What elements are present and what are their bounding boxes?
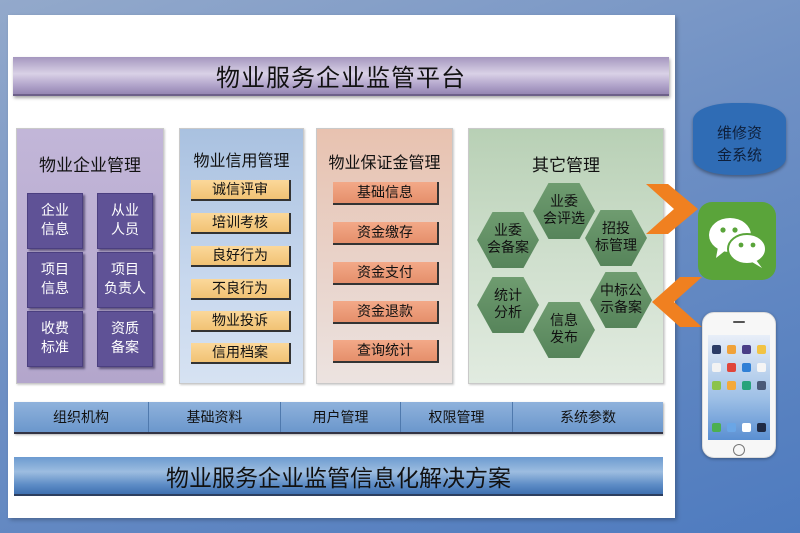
nav-system-params[interactable]: 系统参数 <box>560 410 616 426</box>
hex-owners-committee-filing[interactable]: 业委 会备案 <box>477 212 539 268</box>
nav-basic-data[interactable]: 基础资料 <box>149 402 281 432</box>
tile-fee-standard[interactable]: 收费 标准 <box>27 311 83 367</box>
credit-item-complaints[interactable]: 物业投诉 <box>191 311 291 332</box>
app-icon <box>742 363 751 372</box>
credit-item-integrity-review[interactable]: 诚信评审 <box>191 180 291 201</box>
tile-project-manager[interactable]: 项目 负责人 <box>97 252 153 308</box>
hex-owners-committee-election[interactable]: 业委 会评选 <box>533 183 595 239</box>
system-nav-bar: 组织机构 基础资料 用户管理 权限管理 系统参数 <box>14 402 663 434</box>
hex-info-publishing[interactable]: 信息 发布 <box>533 302 595 358</box>
tile-qualification-filing[interactable]: 资质 备案 <box>97 311 153 367</box>
nav-permission-management[interactable]: 权限管理 <box>401 402 513 432</box>
app-icon <box>727 363 736 372</box>
credit-management-module: 物业信用管理 诚信评审 培训考核 良好行为 不良行为 物业投诉 信用档案 <box>179 128 304 384</box>
phone-app-icon <box>712 423 721 432</box>
credit-item-good-behavior[interactable]: 良好行为 <box>191 246 291 267</box>
deposit-item-fund-refund[interactable]: 资金退款 <box>333 301 439 324</box>
phone-screen <box>708 335 770 440</box>
app-icon <box>727 345 736 354</box>
other-management-module: 其它管理 业委 会评选 业委 会备案 招投 标管理 统计 分析 中标公 示备案 … <box>468 128 664 384</box>
app-icon <box>712 381 721 390</box>
credit-item-bad-behavior[interactable]: 不良行为 <box>191 279 291 300</box>
app-icon <box>712 363 721 372</box>
hex-bid-award-publicity[interactable]: 中标公 示备案 <box>590 272 652 328</box>
app-icon <box>742 345 751 354</box>
app-icon <box>757 363 766 372</box>
smartphone-icon[interactable] <box>702 312 776 458</box>
deposit-module-title: 物业保证金管理 <box>328 153 441 172</box>
credit-item-credit-archive[interactable]: 信用档案 <box>191 343 291 364</box>
tile-staff[interactable]: 从业 人员 <box>97 193 153 249</box>
app-icon <box>727 423 736 432</box>
maintenance-fund-database-icon[interactable]: 维修资 金系统 <box>693 103 786 175</box>
home-button <box>733 444 745 456</box>
hex-bidding-management[interactable]: 招投 标管理 <box>585 210 647 266</box>
app-icon <box>757 423 766 432</box>
arrow-right-icon <box>646 184 698 234</box>
app-icon <box>742 381 751 390</box>
other-module-title: 其它管理 <box>532 156 600 176</box>
credit-module-title: 物业信用管理 <box>193 151 290 170</box>
solution-title: 物业服务企业监管信息化解决方案 <box>166 465 511 492</box>
maintenance-fund-label: 维修资 金系统 <box>716 124 762 164</box>
deposit-item-query-stats[interactable]: 查询统计 <box>333 340 439 363</box>
hex-statistics-analysis[interactable]: 统计 分析 <box>477 277 539 333</box>
platform-title-bar: 物业服务企业监管平台 <box>13 57 669 96</box>
app-icon <box>757 381 766 390</box>
solution-title-bar: 物业服务企业监管信息化解决方案 <box>14 457 663 496</box>
app-icon <box>712 345 721 354</box>
phone-speaker <box>733 321 745 323</box>
enterprise-module-title: 物业企业管理 <box>39 156 141 176</box>
tile-enterprise-info[interactable]: 企业 信息 <box>27 193 83 249</box>
deposit-management-module: 物业保证金管理 基础信息 资金缴存 资金支付 资金退款 查询统计 <box>316 128 453 384</box>
app-icon <box>742 423 751 432</box>
deposit-item-basic-info[interactable]: 基础信息 <box>333 182 439 205</box>
chat-bubbles-icon <box>709 218 767 268</box>
credit-item-training[interactable]: 培训考核 <box>191 213 291 234</box>
app-icon <box>757 345 766 354</box>
app-icon <box>727 381 736 390</box>
nav-user-management[interactable]: 用户管理 <box>281 402 401 432</box>
arrow-left-icon <box>652 277 702 327</box>
deposit-item-fund-payment[interactable]: 资金支付 <box>333 262 439 285</box>
deposit-item-fund-deposit[interactable]: 资金缴存 <box>333 222 439 245</box>
enterprise-management-module: 物业企业管理 企业 信息 从业 人员 项目 信息 项目 负责人 收费 标准 资质… <box>16 128 164 384</box>
wechat-icon[interactable] <box>698 202 776 280</box>
platform-title: 物业服务企业监管平台 <box>216 64 466 92</box>
nav-org-structure[interactable]: 组织机构 <box>14 402 149 432</box>
tile-project-info[interactable]: 项目 信息 <box>27 252 83 308</box>
